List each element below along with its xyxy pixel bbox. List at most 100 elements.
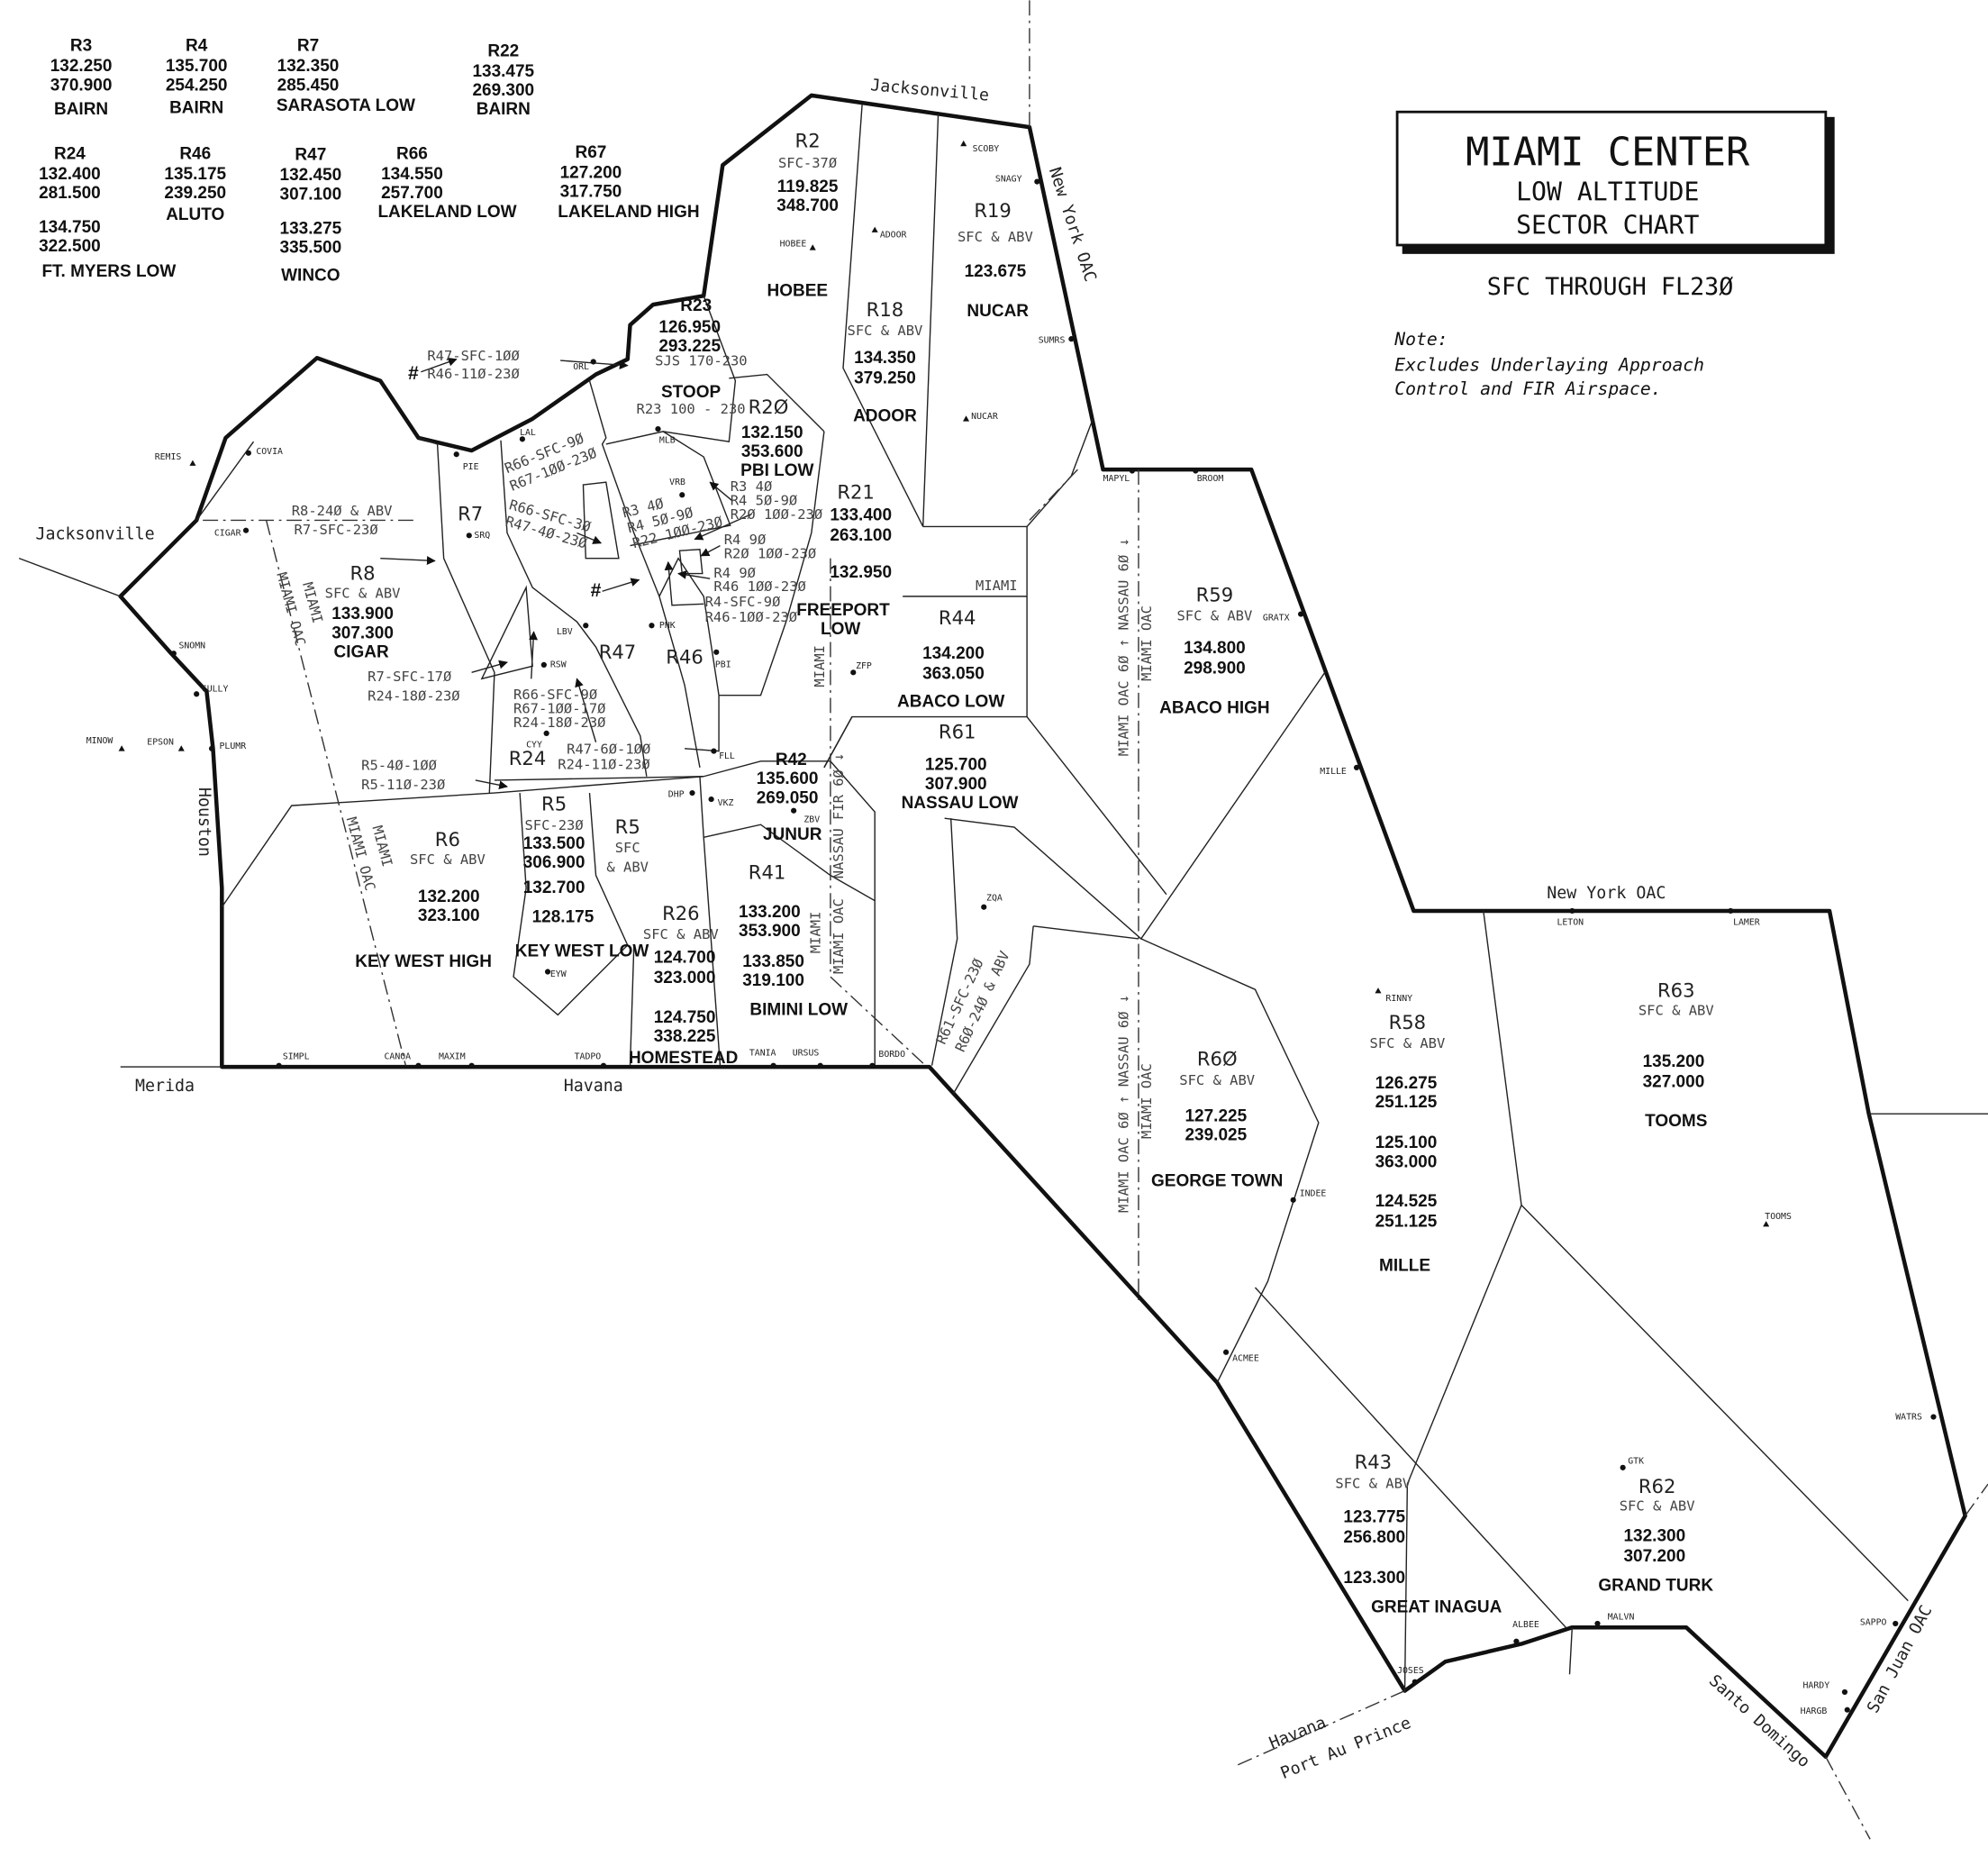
sector-r21-frequency: 263.100	[830, 526, 892, 545]
fix-label: EYW	[550, 969, 567, 979]
fix: SAPPO	[1860, 1617, 1899, 1627]
fix-dot-icon	[1844, 1707, 1850, 1713]
sector-r23-frequency: 293.225	[658, 337, 721, 356]
fix-label: COVIA	[256, 447, 283, 457]
fix-label: CULLY	[202, 684, 229, 694]
fix-label: DHP	[668, 789, 685, 799]
fix: MALVN	[1594, 1613, 1635, 1627]
boundary-label: Jacksonville	[869, 76, 989, 105]
fix-dot-icon	[689, 789, 695, 796]
boundary-label: Havana	[1266, 1713, 1329, 1752]
sector-r8-label: R8	[349, 562, 375, 585]
altitude-annotation: R46-1ØØ-23Ø	[705, 609, 798, 625]
sector-r60-frequency: 239.025	[1185, 1126, 1247, 1145]
chart-subtitle: SFC THROUGH FL23Ø	[1487, 273, 1734, 301]
fix: EYW	[544, 969, 567, 979]
sector-r43-frequency: 123.775	[1343, 1507, 1405, 1526]
title-line-2: LOW ALTITUDE	[1516, 177, 1699, 207]
fix-triangle-icon	[809, 244, 816, 250]
sector-r26-frequency: 124.700	[654, 949, 716, 968]
sector-r61-frequency: 307.900	[925, 775, 987, 794]
altitude-annotation: R24-18Ø-23Ø	[368, 687, 460, 704]
sector-r21-frequency: 132.950	[830, 563, 892, 582]
fix-label: SAPPO	[1860, 1617, 1887, 1627]
sector-r8-frequency: 307.300	[331, 623, 394, 642]
sector-r18-altitude: SFC & ABV	[848, 323, 923, 339]
fix-label: ALBEE	[1512, 1620, 1539, 1630]
freq-table-name: LAKELAND LOW	[377, 203, 516, 222]
fix: ZQA	[981, 894, 1003, 910]
freq-table-sector: R4	[186, 37, 208, 56]
sector-r5-low-name: KEY WEST LOW	[515, 942, 649, 961]
fir-boundary-label: MIAMI OAC	[273, 570, 308, 648]
fix-dot-icon	[708, 796, 714, 803]
fix: HOBEE	[780, 239, 816, 250]
freq-table-sector: R24	[54, 144, 86, 163]
fix-dot-icon	[1193, 468, 1199, 474]
altitude-annotation: R46-11Ø-23Ø	[427, 366, 520, 382]
fix: SCOBY	[960, 140, 999, 154]
sector-r5-low-label: R5	[541, 793, 567, 815]
sector-r58-frequency: 251.125	[1375, 1212, 1438, 1231]
fix-dot-icon	[655, 425, 661, 432]
sector-r2-label: R2	[795, 130, 821, 152]
fir-boundary-label: MIAMI OAC 6Ø ↑ NASSAU 6Ø ↓	[1116, 995, 1132, 1213]
sector-r59-frequency: 134.800	[1184, 639, 1246, 658]
fix-label: JOSES	[1397, 1666, 1424, 1676]
fix-dot-icon	[713, 649, 720, 655]
fix: NUCAR	[963, 412, 998, 422]
sector-r18-frequency: 134.350	[854, 349, 916, 368]
boundary-label: Merida	[135, 1077, 195, 1096]
sector-r60-label: R6Ø	[1197, 1048, 1238, 1070]
fix: MLB	[655, 425, 676, 446]
fix: RSW	[540, 660, 567, 670]
fix: ADOOR	[871, 226, 907, 241]
sector-r20-frequency: 132.150	[741, 423, 803, 442]
sector-r23-altitude: SJS 170-230	[655, 353, 747, 369]
fix: MINOW	[86, 736, 125, 751]
sector-r18-name: ADOOR	[853, 407, 917, 426]
fir-boundary-label: MIAMI	[808, 912, 824, 954]
freq-table-sector: R7	[297, 37, 319, 56]
sector-r58-name: MILLE	[1379, 1257, 1430, 1276]
sector-r21-name: FREEPORT	[796, 601, 890, 620]
sector-r61-name: NASSAU LOW	[902, 794, 1019, 813]
sector-r47-label: R47	[599, 641, 637, 663]
freq-table-frequency: 132.400	[39, 165, 101, 184]
fix-label: SNAGY	[995, 175, 1022, 185]
sector-r58-frequency: 126.275	[1375, 1074, 1438, 1093]
fix-label: SUMRS	[1039, 335, 1066, 345]
sector-r41-frequency: 319.100	[742, 971, 804, 990]
sector-r2-name: HOBEE	[767, 281, 829, 300]
fix-label: RSW	[550, 660, 567, 670]
freq-table-sector: R3	[70, 37, 92, 56]
sector-r62-label: R62	[1639, 1475, 1676, 1497]
fix: INDEE	[1290, 1189, 1326, 1203]
altitude-annotation: R7-SFC-17Ø	[368, 669, 452, 685]
sector-r43-frequency: 256.800	[1343, 1528, 1405, 1547]
altitude-annotation: R4 5Ø-9Ø	[731, 493, 798, 509]
freq-table-frequency: 370.900	[50, 76, 113, 95]
sector-r26-frequency: 323.000	[654, 969, 716, 988]
sector-r41-label: R41	[749, 861, 786, 884]
fix-dot-icon	[1034, 178, 1040, 185]
fix-label: WATRS	[1895, 1412, 1922, 1422]
fix: LAMER	[1728, 907, 1760, 927]
freq-table-frequency: 134.550	[381, 165, 443, 184]
boundary-label: Jacksonville	[36, 525, 155, 544]
fix: ALBEE	[1512, 1620, 1539, 1644]
fix: RINNY	[1375, 988, 1412, 1004]
fix: REMIS	[155, 452, 196, 466]
fix-dot-icon	[679, 492, 685, 498]
fix: SNOMN	[170, 642, 205, 657]
sector-r60-frequency: 127.225	[1185, 1107, 1247, 1126]
fix-dot-icon	[590, 359, 596, 365]
fix-label: ZQA	[986, 894, 1003, 904]
sector-r23-name: STOOP	[661, 383, 721, 402]
fix-label: MALVN	[1608, 1613, 1635, 1623]
fix: VKZ	[708, 796, 734, 808]
freq-table-sector: R67	[575, 143, 606, 162]
altitude-annotation: R46 1ØØ-23Ø	[713, 578, 806, 595]
sector-r58-altitude: SFC & ABV	[1369, 1035, 1445, 1051]
freq-table-sector: R22	[487, 41, 519, 60]
